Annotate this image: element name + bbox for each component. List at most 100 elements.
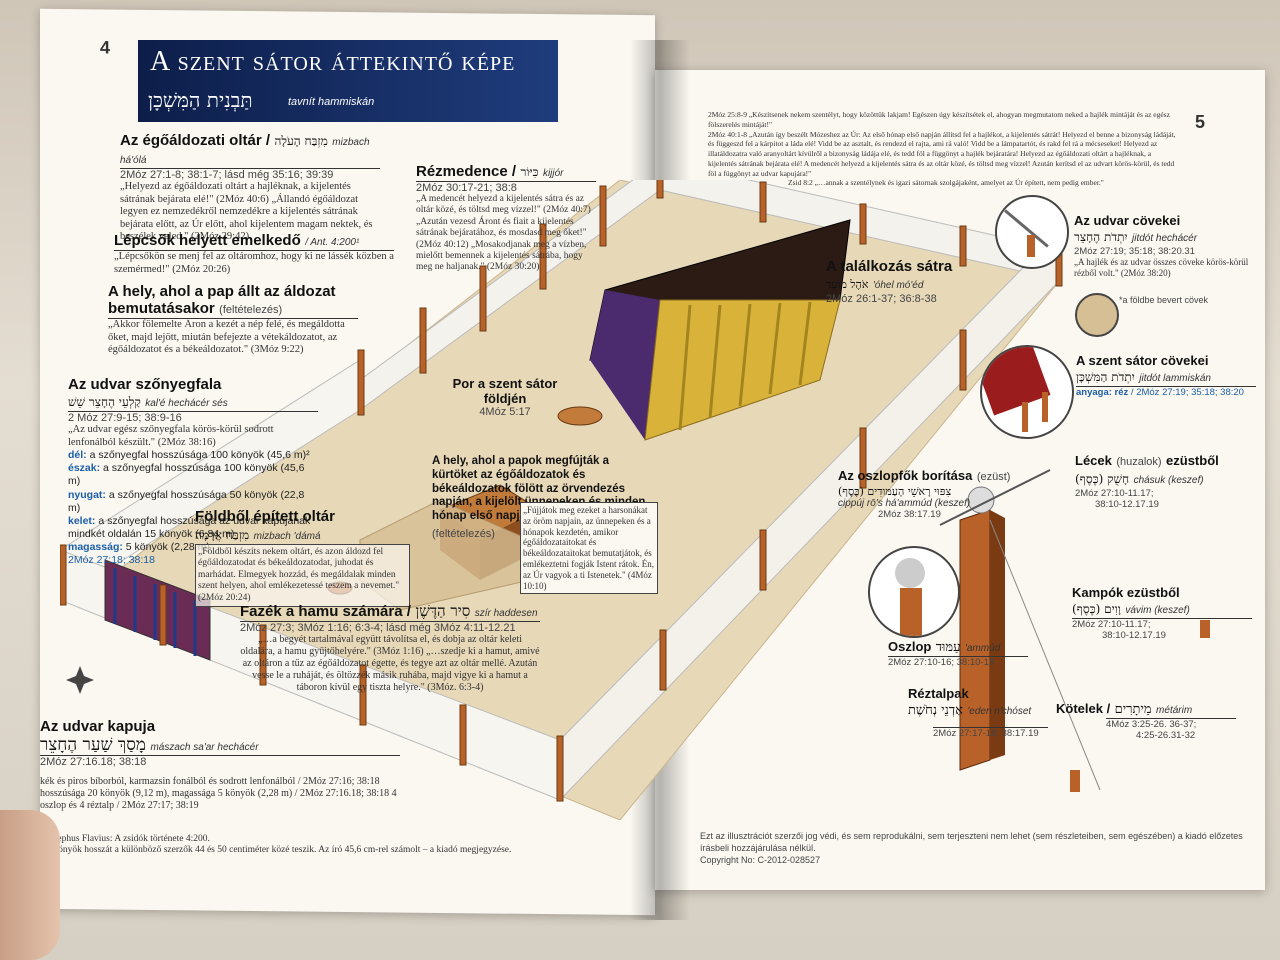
verse-3: Zsid 8:2 „…annak a szentélynek és igazi …	[788, 178, 1104, 188]
gate-block: Az udvar kapuja מָסַךְ שַׁעַר הֶחָצֵר má…	[40, 718, 400, 812]
pillar-capital	[967, 486, 995, 514]
gate-refs: 2Móz 27:16.18; 38:18	[40, 755, 400, 768]
earth-altar-heading: Földből épített oltár	[195, 508, 335, 525]
bands-refs-2: 38:10-12.17.19	[1095, 499, 1159, 510]
altar-quote: „Helyezd az égőáldozati oltárt a hajlékn…	[120, 181, 373, 243]
compass-icon	[66, 666, 94, 694]
altar-hebrew: מִזְבַּח הָעֹלָה	[274, 134, 328, 148]
ash-pot-refs: 2Móz 27:3; 3Móz 1:16; 6:3-4; lásd még 3M…	[240, 621, 540, 634]
tent-hebrew: אֹהֶל מוֹעֵד	[826, 278, 869, 291]
footnote-2: ² A könyök hosszát a különböző szerzők 4…	[40, 845, 512, 856]
verses-block: 2Móz 25:8-9 „Készítsenek nekem szentélyt…	[708, 110, 1178, 188]
verse-1: 2Móz 25:8-9 „Készítsenek nekem szentélyt…	[708, 110, 1170, 129]
ramp-quote: „Lépcsőkön se menj fel az oltáromhoz, ho…	[114, 250, 394, 275]
pillar-hebrew: עַמּוּד	[935, 640, 961, 655]
pillar-translit: 'ammúd	[964, 643, 1001, 654]
priest-place-note: (feltételezés)	[219, 304, 283, 316]
tent-front	[590, 290, 660, 440]
tent-refs: 2Móz 26:1-37; 36:8-38	[826, 293, 937, 305]
court-pegs-translit: jitdót hechácér	[1132, 233, 1198, 244]
trumpets-block: A hely, ahol a papok megfújták a kürtöke…	[432, 455, 652, 542]
pillar-heading: Oszlop	[888, 639, 932, 654]
copyright-number: Copyright No: C-2012-028527	[700, 855, 821, 866]
court-curtain-quote: „Az udvar egész szőnyegfala körös-körül …	[68, 424, 274, 448]
courtyard-illustration	[60, 180, 1210, 820]
earth-altar-block: Földből épített oltár מִזְבַּח אֲדָמָה m…	[195, 508, 410, 607]
trumpets-note: (feltételezés)	[432, 527, 495, 540]
hooks-refs-2: 38:10-12.17.19	[1102, 630, 1166, 641]
earth-altar-quote: „Földből készíts nekem oltárt, és azon á…	[195, 544, 410, 607]
capitals-hebrew: צִפּוּי רָאשֵׁי הָעַמּוּדִים (כֶּסֶף)	[838, 485, 952, 498]
capitals-translit: cippúj rō's há'ammúd (keszef)	[838, 498, 971, 509]
verse-2: 2Móz 40:1-8 „Azután így beszélt Mózeshez…	[708, 129, 1176, 178]
bases-block: Réztalpak אַדְנֵי נְחֹשֶׁת 'eden n'chóse…	[908, 686, 1048, 739]
priest-place-block: A hely, ahol a pap állt az áldozat bemut…	[108, 283, 358, 357]
court-pegs-note: *a földbe bevert cövek	[1119, 294, 1209, 305]
ash-pot-translit: szír haddesen	[474, 608, 538, 619]
court-curtain-translit: kal'é hechácér sés	[145, 398, 228, 409]
gate-hebrew: מָסַךְ שַׁעַר הֶחָצֵר	[40, 735, 147, 755]
bases-hebrew: אַדְנֵי נְחֹשֶׁת	[908, 703, 963, 718]
capitals-note: (ezüst)	[976, 471, 1011, 483]
footnotes: ¹ Josephus Flavius: A zsidók története 4…	[40, 834, 630, 857]
tent-pegs-refs-line: anyaga: réz / 2Móz 27:19; 35:18; 38:20	[1076, 386, 1256, 398]
bases-translit: 'eden n'chóset	[967, 706, 1032, 717]
title-transliteration: tavnít hammiskán	[288, 96, 375, 108]
priest-place-heading-1: A hely, ahol a pap állt az áldozat	[108, 283, 336, 300]
hooks-heading: Kampók ezüstből	[1072, 585, 1180, 600]
bands-translit: chásuk (keszef)	[1133, 475, 1204, 486]
gate-desc: kék és piros bíborból, karmazsin fonálbó…	[40, 776, 397, 811]
gate-heading: Az udvar kapuja	[40, 718, 156, 735]
bands-heading: Lécek	[1075, 453, 1112, 468]
trumpets-quote-box: „Fújjátok meg ezeket a harsonákat az örö…	[520, 502, 658, 595]
holy-ground-ref: 4Móz 5:17	[479, 406, 531, 418]
laver-block: Rézmedence / כִּיּוֹר kijjór 2Móz 30:17-…	[416, 163, 596, 274]
court-curtain-block: Az udvar szőnyegfala קַלְעֵי הֶחָצֵר שֵׁ…	[68, 376, 318, 567]
bands-note: (huzalok)	[1116, 456, 1162, 468]
footnote-1: ¹ Josephus Flavius: A zsidók története 4…	[40, 834, 210, 844]
court-pegs-heading: Az udvar cövekei	[1074, 213, 1181, 228]
capitals-heading: Az oszlopfők borítása	[838, 468, 973, 483]
ramp-ref: / Ant. 4:200¹	[305, 237, 360, 248]
court-curtain-refs: 2 Móz 27:9-15; 38:9-16	[68, 411, 318, 424]
cords-refs-1: 4Móz 3:25-26. 36-37;	[1106, 718, 1236, 730]
page-number-right: 5	[1195, 112, 1206, 132]
laver-hebrew: כִּיּוֹר	[520, 165, 539, 179]
cords-block: Kötelek / מֵיתָרִים métárim 4Móz 3:25-26…	[1056, 700, 1236, 741]
ash-pot-quote: „…a begyét tartalmával együtt távolítsa …	[240, 634, 540, 693]
page-title: A szent sátor áttekintő képe	[150, 46, 516, 77]
detail-peg-2	[1200, 620, 1210, 638]
pillar-refs: 2Móz 27:10-16; 38:10-19	[888, 656, 1028, 668]
cords-refs-2: 4:25-26.31-32	[1136, 730, 1196, 741]
measure-east: kelet: a szőnyegfal hosszúsága az udvar …	[68, 514, 311, 540]
bands-hebrew: חָשֻׁק (כֶּסֶף)	[1075, 472, 1130, 486]
detail-peg	[1070, 770, 1080, 792]
court-peg-zoom	[995, 195, 1069, 269]
copyright-text: Ezt az illusztrációt szerzői jog védi, é…	[700, 831, 1243, 854]
ramp-block: Lépcsők helyett emelkedő / Ant. 4:200¹ „…	[114, 232, 394, 276]
thumb	[0, 810, 60, 960]
tent-block: A találkozás sátra אֹהֶל מוֹעֵד 'óhel mó…	[826, 258, 986, 305]
priest-place-quote: „Akkor fölemelte Áron a kezét a nép felé…	[108, 318, 358, 357]
court-pegs-refs: 2Móz 27:19; 35:18; 38:20.31	[1074, 246, 1195, 257]
court-pegs-hebrew: יִתְדֹת הֶחָצֵר	[1074, 230, 1128, 244]
priest-place-heading-2: bemutatásakor	[108, 300, 215, 317]
tent-pegs-heading: A szent sátor cövekei	[1076, 353, 1209, 368]
holy-ground-heading: Por a szent sátor földjén	[452, 376, 558, 406]
laver-heading: Rézmedence /	[416, 163, 517, 180]
bands-refs-1: 2Móz 27:10-11.17;	[1075, 488, 1154, 499]
court-measures: dél: a szőnyegfal hosszúsága 100 könyök …	[68, 449, 318, 567]
cords-hebrew: מֵיתָרִים	[1114, 702, 1152, 717]
holy-ground-block: Por a szent sátor földjén 4Móz 5:17	[445, 376, 565, 418]
bands-block: Lécek (huzalok) ezüstből חָשֻׁק (כֶּסֶף)…	[1075, 452, 1255, 510]
altar-refs: 2Móz 27:1-8; 38:1-7; lásd még 35:16; 39:…	[120, 168, 380, 181]
hooks-block: Kampók ezüstből וָוִים (כֶּסֶף) vávim (k…	[1072, 585, 1252, 641]
measure-ref: 2Móz 27:18; 38:18	[68, 554, 155, 567]
gate-translit: mászach sa'ar hechácér	[150, 742, 259, 753]
hooks-hebrew: וָוִים (כֶּסֶף)	[1072, 602, 1121, 616]
measure-south: dél: a szőnyegfal hosszúsága 100 könyök …	[68, 449, 310, 462]
laver-basin	[557, 406, 603, 426]
ramp-heading: Lépcsők helyett emelkedő	[114, 232, 301, 249]
altar-translit: mizbach há'ólá	[120, 137, 370, 166]
tent-heading: A találkozás sátra	[826, 258, 953, 275]
